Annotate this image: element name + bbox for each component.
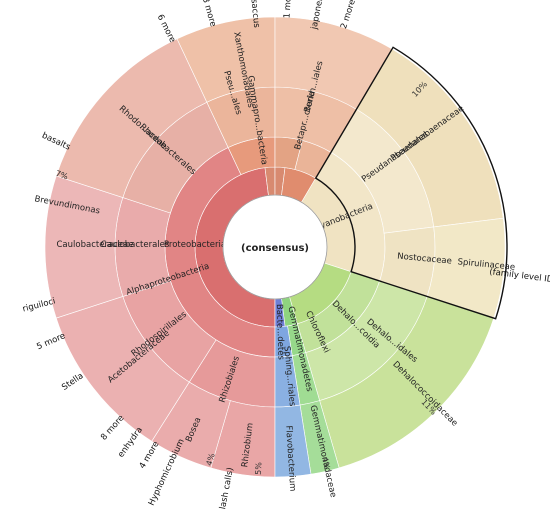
pct-gemmatimonadaceae: 4% [320,456,332,471]
label-flavobacterium: Flavobacterium [283,425,297,492]
label-5-more: 5 more [35,331,67,352]
center-label: (consensus) [241,243,309,254]
pct-brevundimonas: 7% [54,169,69,182]
label-bacte-detes: Bacte...detes [274,304,286,361]
label-4-more: 4 more [138,440,162,471]
label-8-more: 8 more [99,413,126,442]
pct-bosea: 4% [205,452,217,467]
cyanobacteria-highlight [314,46,508,320]
center-circle[interactable] [222,194,328,300]
label-stella: Stella [60,371,85,393]
label-proteobacteria: Proteobacteria [164,240,226,250]
label-basalts: basalts [40,131,72,153]
label-enhydra: enhydra [116,425,145,459]
label-2-more: 2 more [339,0,358,30]
label-1-more: 1 more [282,0,294,19]
chart-wedges [44,16,508,478]
label-caulobacterales: Caulobacterales [101,240,170,250]
label-caulobacteraceae: Caulobacteraceae [57,240,134,250]
label-6-more: 6 more [155,13,178,44]
pct-rhizobium: 5% [254,461,264,475]
label-riguiloci: riguiloci [22,296,57,314]
label-3-more: 3 more [200,0,218,28]
wedge-flavobacterium[interactable] [274,404,312,478]
label-slash-calls: (slash calls) [217,467,236,509]
